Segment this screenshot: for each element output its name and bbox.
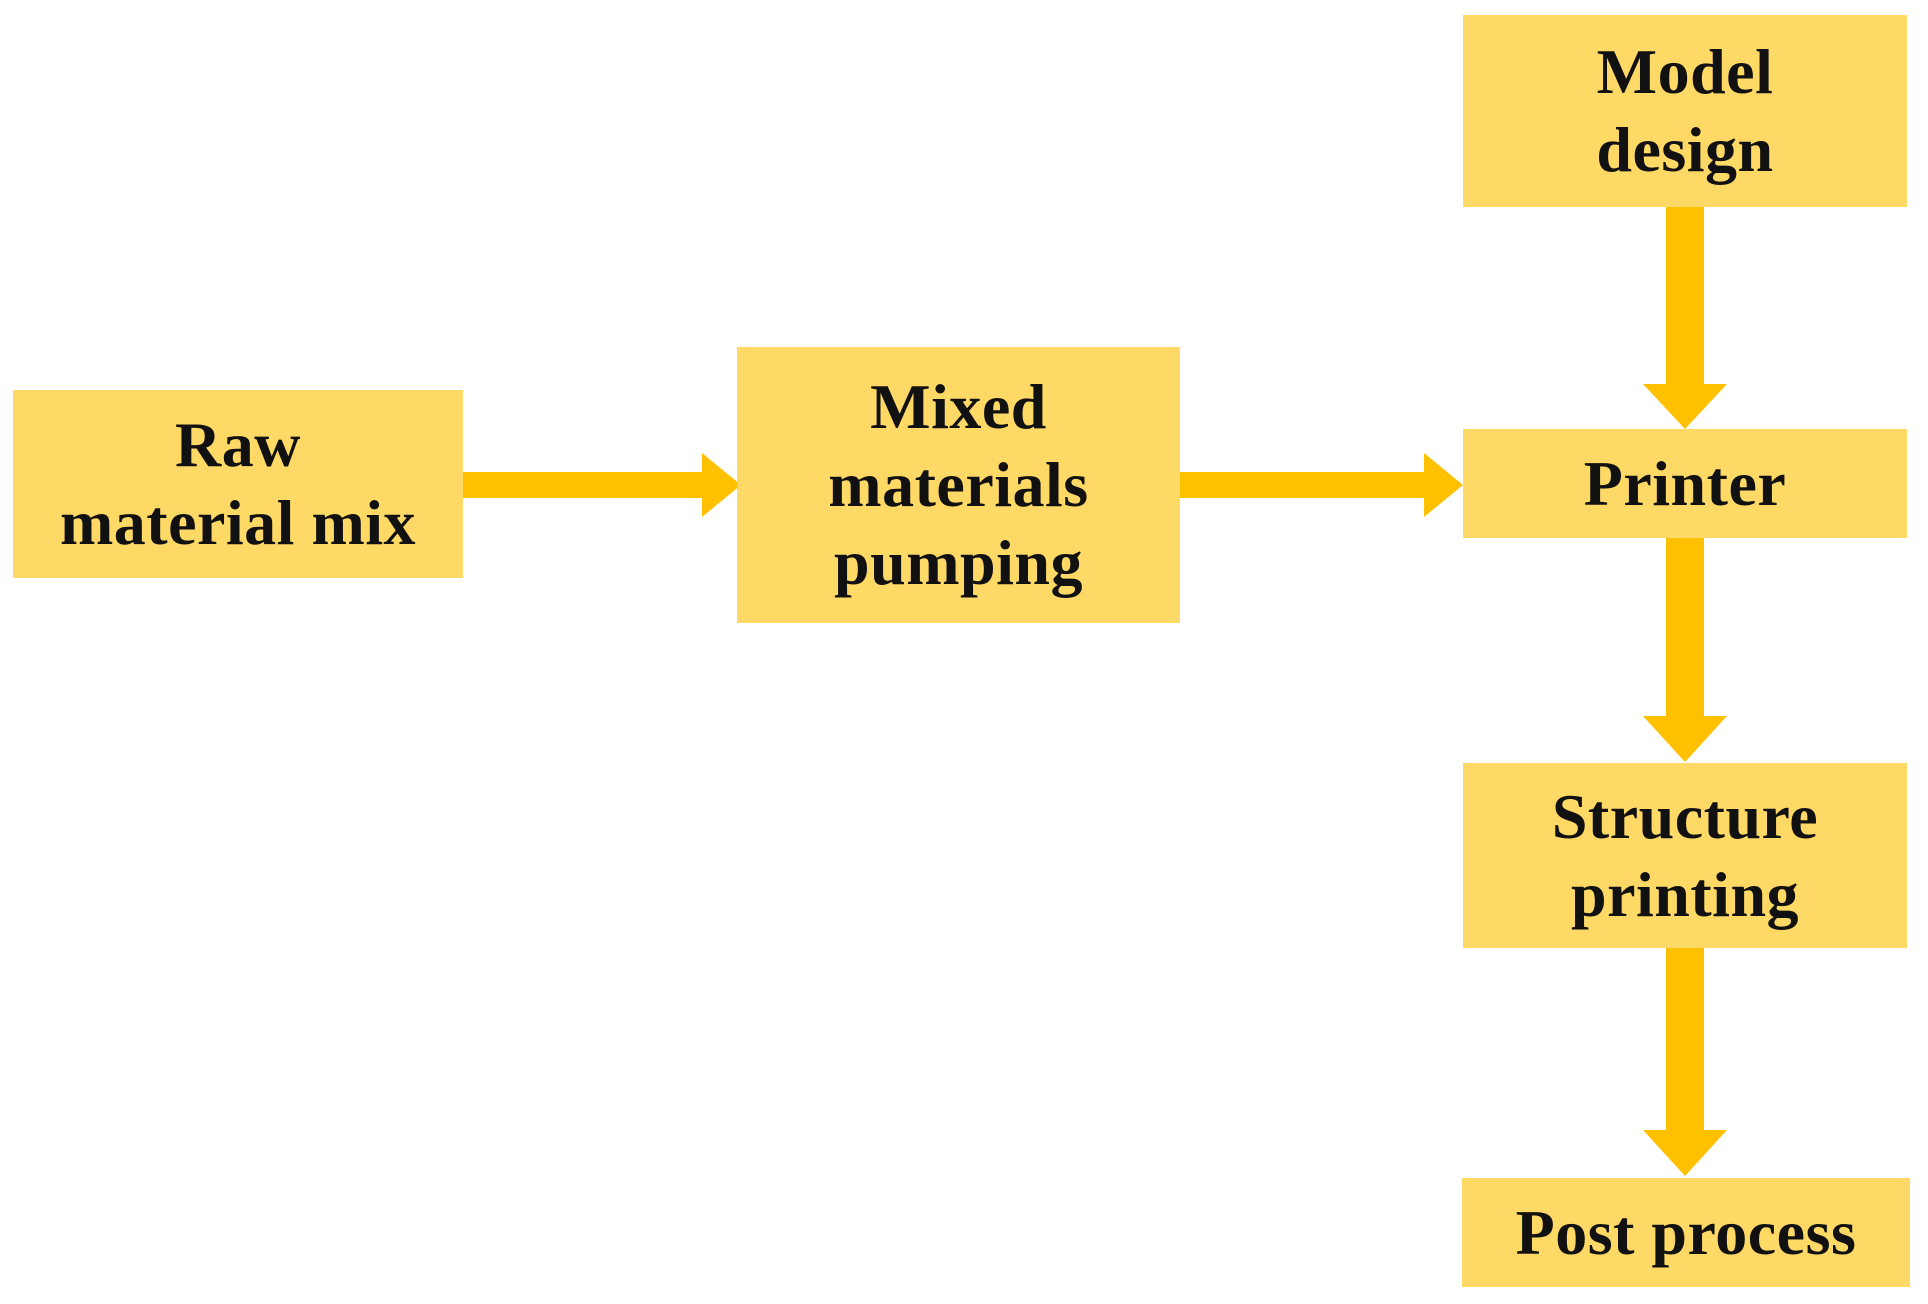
arrow-mixed-to-printer [1180, 453, 1463, 517]
node-mixed-materials-pumping-label: Mixed materials pumping [828, 371, 1089, 598]
node-raw-material-mix: Raw material mix [13, 390, 463, 578]
arrow-raw-to-mixed [462, 453, 741, 517]
node-structure-printing: Structure printing [1463, 763, 1907, 948]
node-model-design-label: Model design [1596, 36, 1774, 185]
arrow-printer-to-structure [1643, 537, 1727, 762]
node-structure-printing-label: Structure printing [1551, 780, 1819, 930]
arrow-structure-to-post [1643, 947, 1727, 1176]
node-model-design: Model design [1463, 15, 1907, 207]
node-mixed-materials-pumping: Mixed materials pumping [737, 347, 1180, 623]
node-raw-material-mix-label: Raw material mix [59, 409, 417, 558]
arrow-model-to-printer [1643, 206, 1727, 429]
node-post-process: Post process [1462, 1178, 1910, 1287]
node-post-process-label: Post process [1515, 1196, 1857, 1268]
node-printer-label: Printer [1583, 447, 1787, 519]
node-printer: Printer [1463, 429, 1907, 538]
